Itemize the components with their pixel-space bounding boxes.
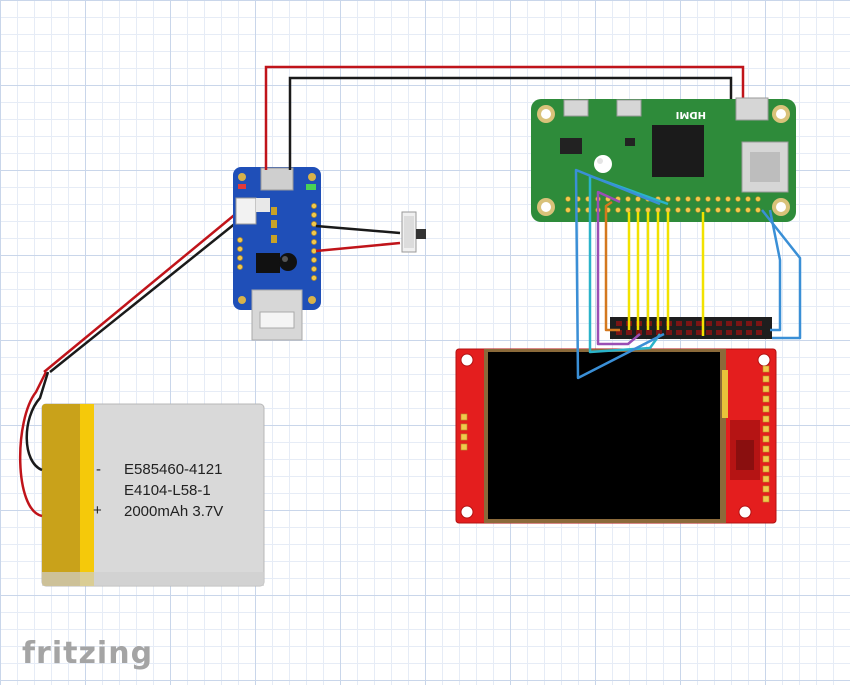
lcd-pin-header: [610, 317, 772, 339]
battery-plus-sign: +: [93, 502, 102, 519]
switch-wires: [315, 224, 401, 253]
battery-label-line3: 2000mAh 3.7V: [124, 503, 223, 520]
powerboost-charger: [233, 167, 321, 341]
slide-switch: [401, 211, 426, 253]
lipo-battery: - + E585460-4121 E4104-L58-1 2000mAh 3.7…: [41, 403, 265, 587]
battery-leads: [18, 211, 243, 518]
signal-wires: [574, 168, 802, 380]
tft-lcd-display: [455, 348, 777, 524]
fritzing-watermark: fritzing: [22, 636, 154, 671]
battery-minus-sign: -: [96, 461, 101, 478]
hdmi-label: HDMI: [676, 109, 706, 120]
battery-label-line2: E4104-L58-1: [124, 482, 211, 499]
raspberry-pi-zero: HDMI: [531, 97, 796, 222]
battery-label-line1: E585460-4121: [124, 461, 222, 478]
